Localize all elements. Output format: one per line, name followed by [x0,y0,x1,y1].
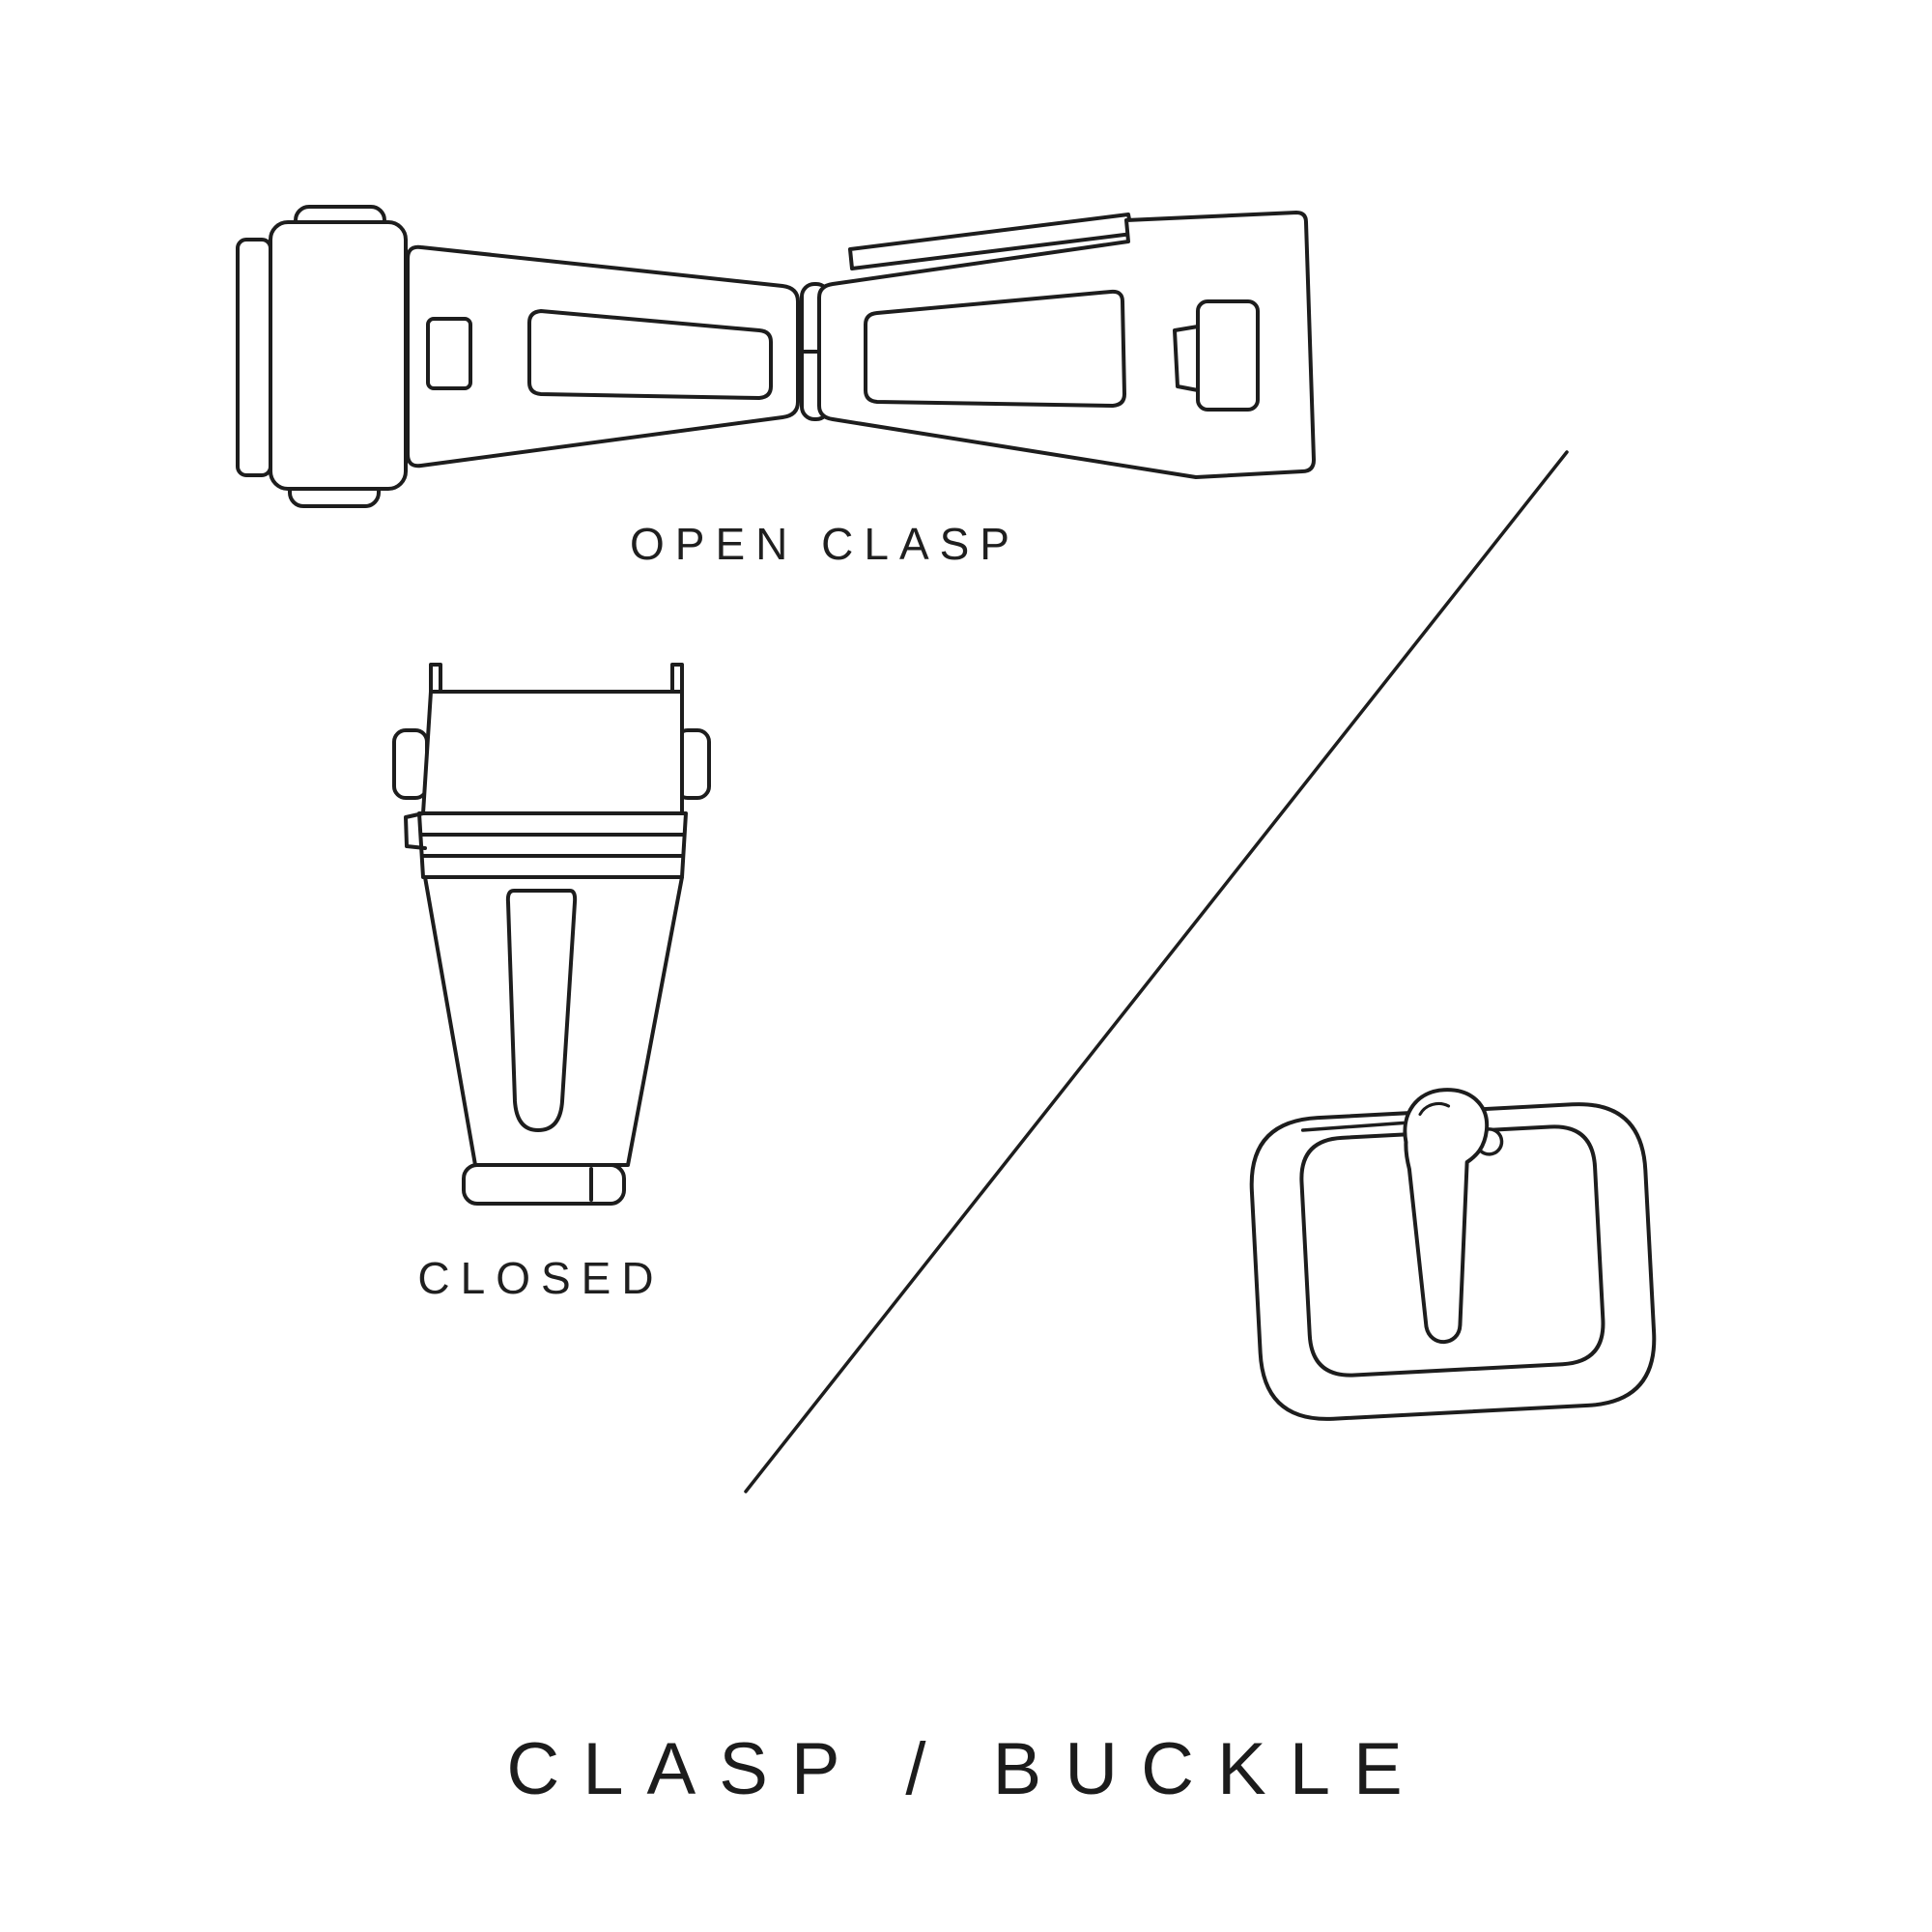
closed-clasp-illustration [392,663,711,1206]
tang-buckle-illustration [1249,1088,1657,1421]
closed-clasp-bottom-bar [462,1163,626,1206]
open-clasp-right-window [864,289,1126,408]
closed-clasp-slot [505,889,578,1132]
buckle-tongue [1403,1088,1490,1345]
open-clasp-left-arm [406,244,800,469]
closed-clasp-label: CLOSED [417,1253,665,1303]
open-clasp-right-arm [817,211,1316,479]
open-clasp-label: OPEN CLASP [630,519,1020,569]
open-clasp-left-window [527,309,773,400]
buckle-pin-bar-line [1300,1121,1406,1132]
open-clasp-left-notch [426,317,472,390]
open-clasp-latch-cutout [1196,299,1260,412]
open-clasp-end-link-edge [236,238,272,477]
open-clasp-illustration [236,205,1316,508]
page-title: CLASP / BUCKLE [506,1728,1426,1810]
closed-clasp-cover [421,690,684,815]
closed-clasp-left-ear [392,728,429,800]
open-clasp-end-link [269,220,408,491]
open-clasp-latch-hook [1173,325,1200,392]
buckle-frame [1249,1102,1657,1421]
closed-clasp-band [417,811,688,879]
closed-clasp-body [423,875,684,1167]
closed-clasp-side-tab [404,811,427,850]
diagonal-divider-line [744,450,1569,1493]
buckle-tongue-fold-line [1418,1102,1451,1117]
